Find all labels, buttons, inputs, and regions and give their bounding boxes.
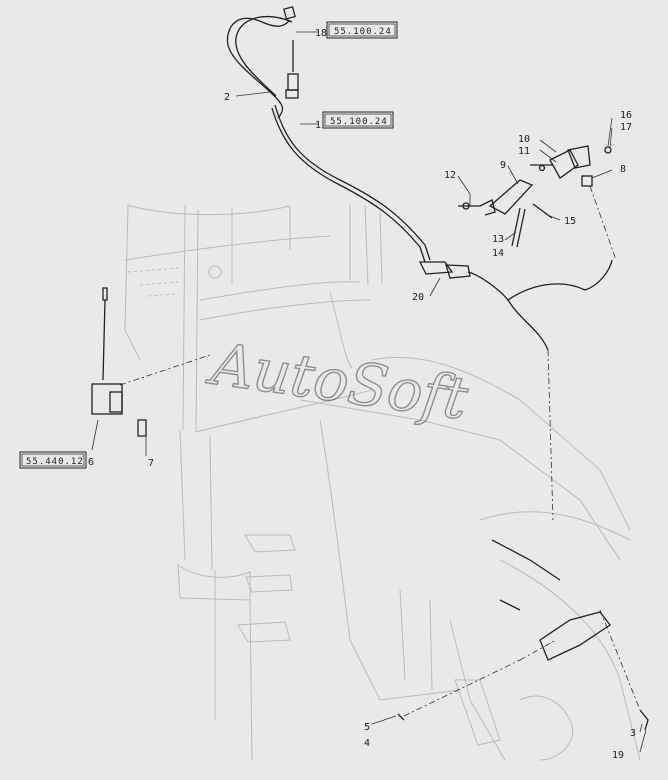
callout-15: 15: [564, 216, 576, 227]
callout-11: 11: [518, 146, 530, 157]
callout-5: 5: [364, 722, 370, 733]
callout-17: 17: [620, 122, 632, 133]
watermark-logo: AutoSoft: [203, 329, 472, 433]
ref-6: 55.440.12: [26, 457, 84, 467]
callout-18: 18: [315, 28, 327, 39]
callout-19: 19: [612, 750, 624, 761]
callout-12: 12: [444, 170, 456, 181]
callout-16: 16: [620, 110, 632, 121]
callout-20: 20: [412, 292, 424, 303]
callout-2: 2: [224, 92, 230, 103]
callout-10: 10: [518, 134, 530, 145]
wire-harness: [91, 6, 649, 731]
leader-lines: [91, 31, 647, 753]
callout-8: 8: [620, 164, 626, 175]
callout-9: 9: [500, 160, 506, 171]
ref-18: 55.100.24: [334, 27, 392, 37]
callouts: 18 55.100.24 2 1 55.100.24 10 11 16 17 8…: [19, 21, 636, 761]
callout-4: 4: [364, 738, 370, 749]
ref-1: 55.100.24: [330, 117, 388, 127]
callout-1: 1: [315, 120, 321, 131]
chassis-drawing: [124, 204, 641, 761]
callout-3: 3: [630, 728, 636, 739]
callout-14: 14: [492, 248, 504, 259]
callout-13: 13: [492, 234, 504, 245]
callout-6: 6: [88, 457, 94, 468]
callout-7: 7: [148, 458, 154, 469]
